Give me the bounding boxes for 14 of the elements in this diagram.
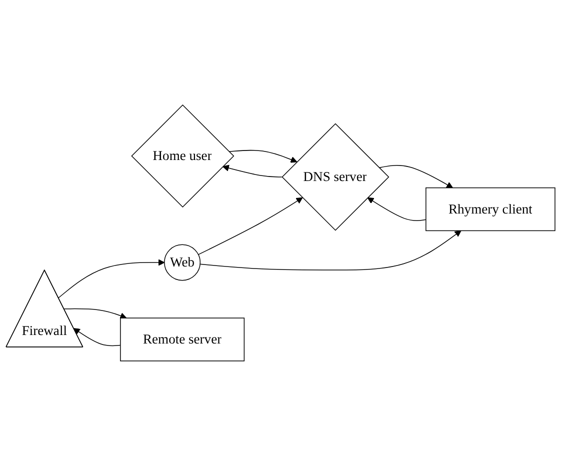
arrow [228, 150, 298, 163]
node-diamond [282, 123, 390, 231]
node-circle [164, 244, 201, 281]
node-box [426, 187, 556, 232]
arrow [58, 259, 165, 298]
arrow [73, 328, 121, 346]
node-box [120, 318, 245, 362]
arrow [64, 308, 127, 319]
arrow [200, 230, 462, 270]
arrow [222, 164, 282, 178]
arrow [367, 197, 426, 222]
arrow [198, 197, 303, 255]
node-diamond [131, 104, 234, 208]
arrow [378, 164, 453, 188]
